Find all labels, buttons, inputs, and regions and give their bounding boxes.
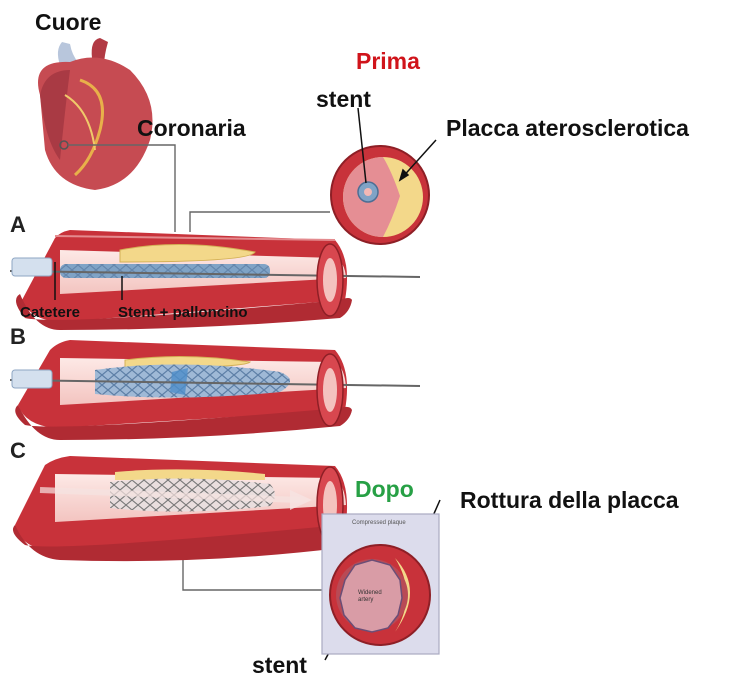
- before-label: Prima: [356, 50, 420, 73]
- compressed-plaque-caption: Compressed plaque: [352, 520, 412, 527]
- plaque-rupture-label: Rottura della placca: [460, 489, 679, 512]
- heart-illustration: [38, 38, 153, 190]
- heart-label: Cuore: [35, 11, 101, 34]
- catheter-label: Catetere: [20, 305, 80, 320]
- cross-section-after: [322, 514, 439, 654]
- step-b-label: B: [10, 326, 26, 348]
- stent-label-top: stent: [316, 88, 371, 111]
- stent-label-bottom: stent: [252, 654, 307, 677]
- plaque-label: Placca aterosclerotica: [446, 117, 689, 140]
- step-a-label: A: [10, 214, 26, 236]
- stent-balloon-label: Stent + palloncino: [118, 305, 248, 320]
- artery-tube-b: [10, 340, 420, 440]
- step-c-label: C: [10, 440, 26, 462]
- artery-tube-c: [13, 456, 352, 561]
- widened-artery-caption: Widened artery: [358, 590, 394, 604]
- cross-section-before: [331, 146, 429, 244]
- coronary-label: Coronaria: [137, 117, 246, 140]
- after-label: Dopo: [355, 478, 414, 501]
